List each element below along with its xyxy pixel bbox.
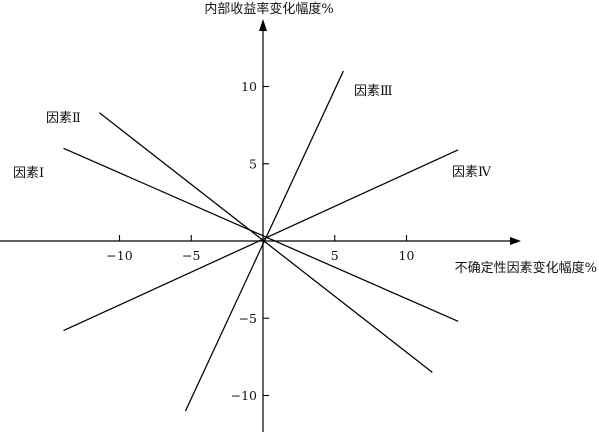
x-tick-label: −10 [106, 248, 132, 263]
y-tick-label: −5 [239, 311, 257, 326]
series-label-2: 因素Ⅱ [46, 111, 81, 126]
series-lines [63, 70, 459, 412]
series-line-4 [63, 149, 459, 332]
y-tick-label: 10 [241, 79, 257, 94]
series-label-1: 因素Ⅰ [13, 166, 44, 181]
y-tick-label: −10 [231, 388, 257, 403]
series-line-2 [99, 112, 433, 373]
x-tick-label: 5 [331, 248, 339, 263]
series-label-4: 因素Ⅳ [452, 165, 492, 180]
y-tick-label: 5 [249, 156, 257, 171]
series-labels: 因素Ⅰ 因素Ⅱ 因素Ⅲ 因素Ⅳ [13, 84, 492, 181]
series-line-1 [63, 147, 459, 322]
x-tick-label: −5 [182, 248, 200, 263]
x-tick-label: 10 [399, 248, 415, 263]
series-line-3 [184, 70, 344, 412]
series-label-3: 因素Ⅲ [354, 84, 393, 99]
x-axis-title: 不确定性因素变化幅度% [455, 260, 597, 276]
y-axis-arrow [259, 19, 267, 31]
ticks: −10 −5 5 10 10 5 −5 −10 [106, 79, 414, 403]
axes [0, 19, 521, 432]
x-axis-arrow [510, 237, 521, 245]
y-axis-title: 内部收益率变化幅度% [204, 1, 333, 17]
